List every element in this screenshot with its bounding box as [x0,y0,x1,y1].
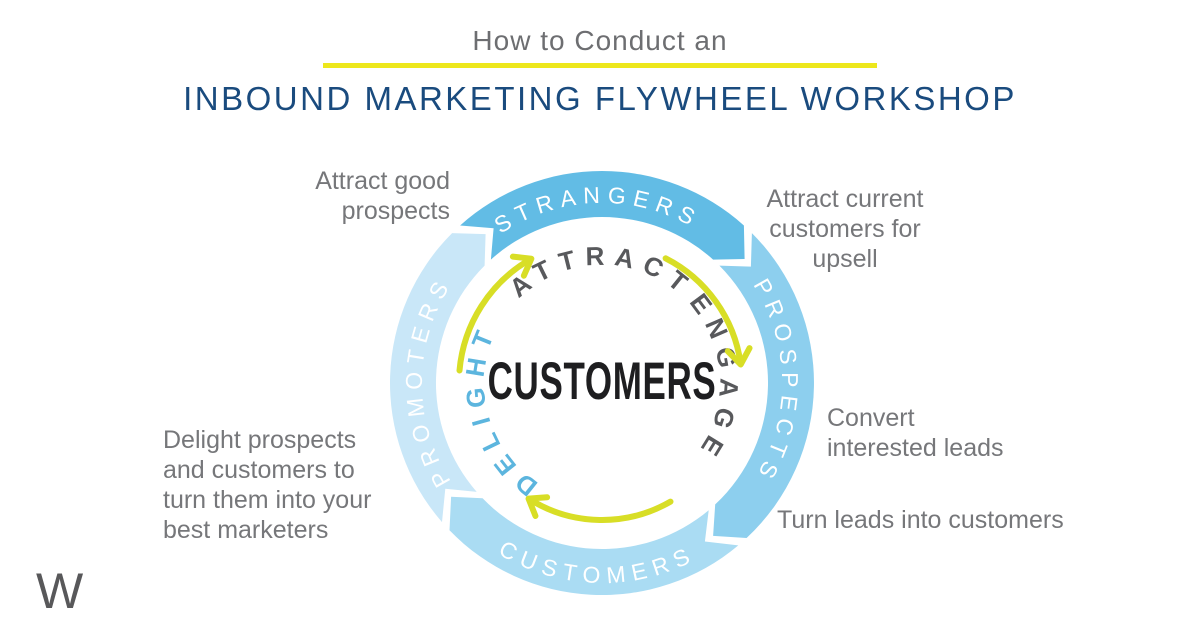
annotation-turn-leads: Turn leads into customers [777,506,1064,534]
flywheel-arrow-2 [662,255,753,368]
annotation-attract-good: Attract good prospects [315,167,450,225]
brand-bar-icon [1135,576,1142,616]
brand-bar-icon [1153,578,1160,598]
annotation-attract-current-customers: Attract current customers for upsell [766,185,924,273]
page-subtitle: How to Conduct an [472,25,728,56]
flywheel-segment-prospects [713,233,814,538]
w-logo: W [36,563,84,619]
brand-bar-icon [1117,578,1124,598]
title-underline-divider [323,63,877,68]
flywheel-segment-strangers [460,171,745,260]
annotation-delight-prospects: Delight prospects and customers to turn … [163,426,372,544]
flywheel-segment-promoters [389,233,486,523]
page-title: INBOUND MARKETING FLYWHEEL WORKSHOP [183,80,1017,117]
flywheel-center-label: CUSTOMERS [488,351,717,411]
stage-label-attract: ATTRACT [504,241,701,304]
flywheel-arrow-3 [525,494,674,523]
annotation-convert-leads: Convert interested leads [827,404,1004,462]
flywheel-segment-customers [449,496,739,596]
brand-bars-icon [1117,576,1161,616]
flywheel-arrow-1 [456,253,535,374]
